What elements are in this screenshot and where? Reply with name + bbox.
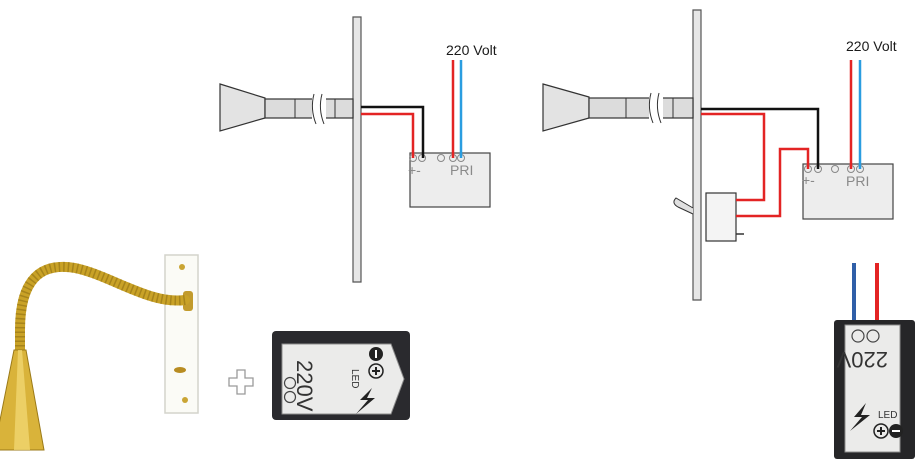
- right-wiring-diagram: +- PRI 220 Volt: [542, 9, 897, 301]
- right-driver-voltage-text: 220V: [836, 347, 888, 372]
- switch-toggle-icon: [673, 197, 694, 215]
- left-red-wire: [361, 112, 415, 158]
- lamp-wall-plate: [164, 254, 199, 414]
- lamp-gooseneck: [15, 261, 190, 355]
- led-driver-photo-right: 220V LED: [834, 263, 915, 459]
- right-voltage-label: 220 Volt: [846, 38, 897, 54]
- lamp-switch-lever: [174, 367, 186, 373]
- left-pri-label: PRI: [450, 162, 473, 178]
- right-red-wire-from-switch: [736, 147, 810, 218]
- right-driver-box: [802, 163, 894, 220]
- bottom-driver-bolt-icon: [356, 388, 375, 414]
- right-wall-panel: [692, 9, 702, 301]
- right-driver-plus-icon: [873, 423, 889, 439]
- bottom-driver-led-text: LED: [349, 369, 360, 388]
- left-driver-box: [409, 152, 491, 208]
- right-lamp-head-icon: [542, 83, 590, 132]
- left-wiring-diagram: +- PRI 220 Volt: [219, 16, 497, 283]
- left-lamp-arm: [264, 98, 354, 119]
- right-driver-bolt-icon: [850, 403, 870, 431]
- plus-icon: [228, 369, 254, 395]
- right-polarity-label: +-: [802, 172, 815, 188]
- led-driver-photo-bottom: 220V LED: [272, 331, 410, 420]
- left-voltage-label: 220 Volt: [446, 42, 497, 58]
- right-lamp-arm: [588, 97, 694, 119]
- left-wall-panel: [352, 16, 362, 283]
- bottom-driver-plus-icon: [368, 363, 384, 379]
- bottom-driver-voltage-text: 220V: [292, 360, 317, 412]
- right-red-wire-to-switch: [701, 112, 766, 202]
- reading-lamp-photo: [0, 254, 199, 451]
- right-driver-led-text: LED: [878, 410, 897, 421]
- left-lamp-head-icon: [219, 83, 266, 132]
- right-black-wire: [701, 107, 820, 169]
- right-pri-label: PRI: [846, 173, 869, 189]
- left-polarity-label: +-: [408, 162, 421, 178]
- switch-body: [705, 192, 737, 242]
- left-black-wire: [361, 105, 425, 158]
